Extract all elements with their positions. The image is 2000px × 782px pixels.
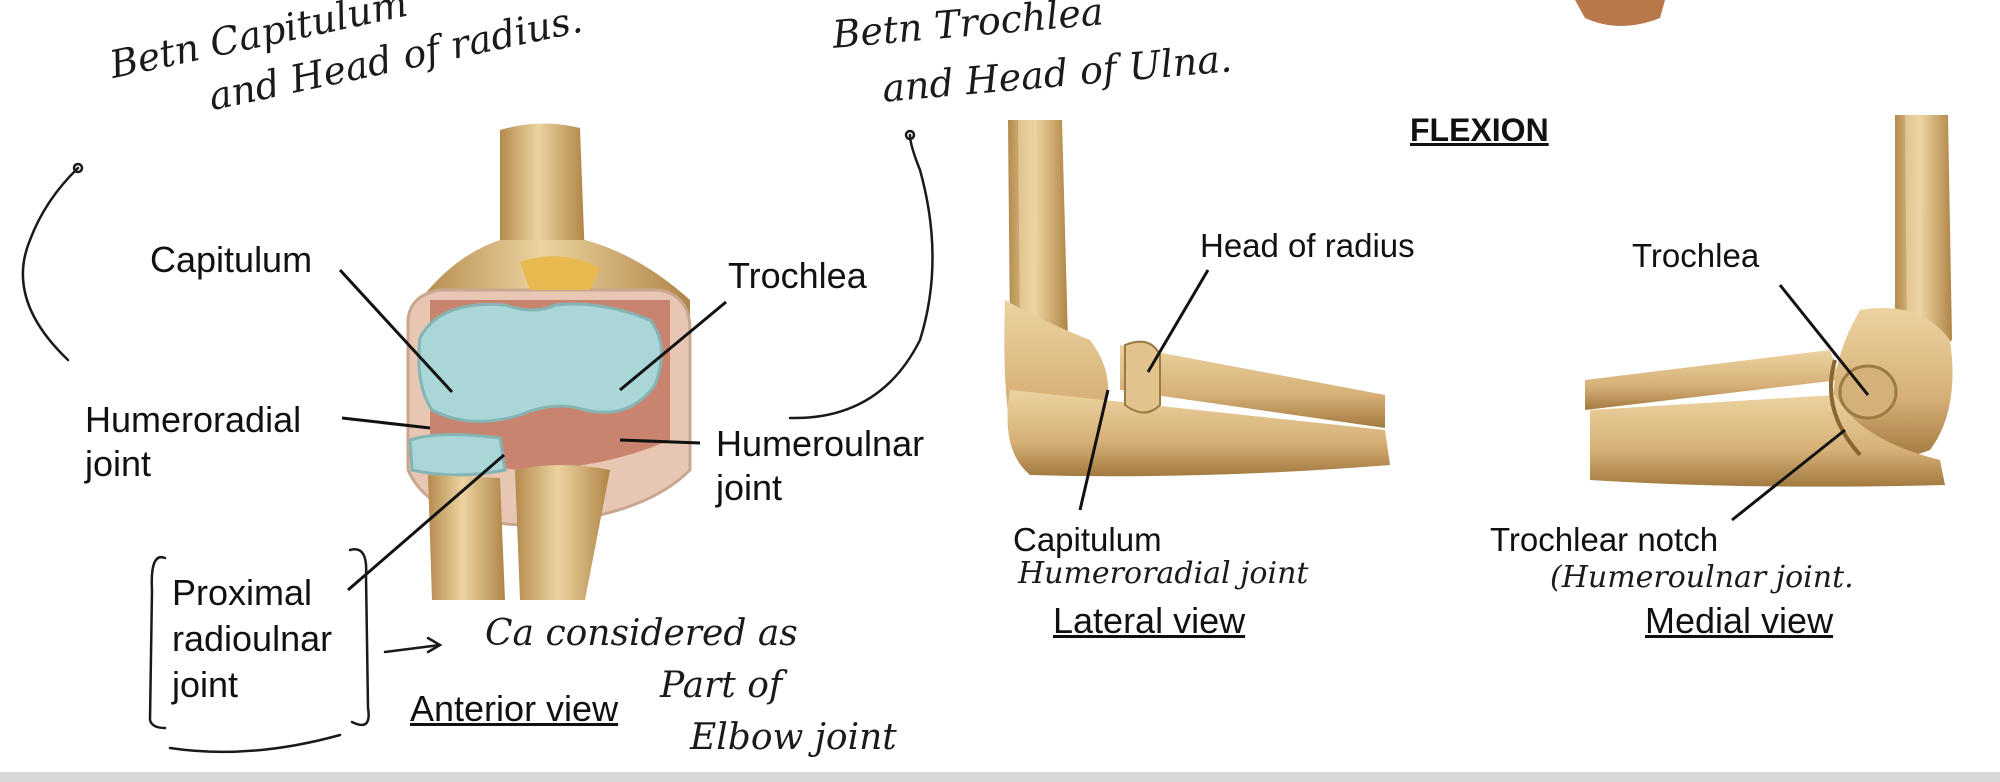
handwritten-note-humeroradial: Humeroradial joint	[1018, 556, 1309, 591]
label-humeroradial-line2: joint	[85, 443, 152, 484]
hw-note3-line2: Part of	[660, 665, 783, 706]
label-proximal-line3: joint	[172, 664, 239, 705]
leader-head-of-radius	[1146, 269, 1210, 373]
hw-bracket	[148, 548, 370, 730]
label-proximal-line1: Proximal	[172, 572, 313, 613]
anterior-elbow-illustration	[406, 123, 692, 600]
label-trochlea-anterior: Trochlea	[728, 255, 867, 296]
lateral-view-caption: Lateral view	[1053, 600, 1246, 641]
label-humeroulnar-line2: joint	[716, 467, 783, 508]
label-trochlea-medial: Trochlea	[1632, 237, 1760, 274]
leader-capitulum-lateral	[1078, 389, 1110, 511]
leader-capitulum-anterior	[338, 268, 454, 394]
leader-proximal-radioulnar	[347, 453, 505, 592]
handwritten-note-considered: Ca considered as Part of Elbow joint	[485, 608, 897, 764]
label-head-of-radius: Head of radius	[1200, 227, 1415, 264]
leader-lines	[338, 268, 1870, 592]
leader-trochlea-medial	[1778, 284, 1870, 396]
hw-note3-line3: Elbow joint	[690, 717, 897, 758]
hw-arrow-right-head	[904, 129, 916, 141]
leader-trochlea-anterior	[619, 300, 727, 392]
hw-note3-line1: Ca considered as	[485, 613, 798, 654]
label-trochlear-notch: Trochlear notch	[1490, 521, 1719, 558]
leader-humeroulnar	[619, 438, 701, 445]
label-proximal-radioulnar-joint: Proximal radioulnar joint	[172, 570, 332, 708]
leader-humeroradial	[341, 416, 431, 430]
label-humeroulnar-line1: Humeroulnar	[716, 423, 925, 464]
leader-trochlear-notch	[1731, 428, 1846, 522]
label-proximal-line2: radioulnar	[172, 618, 333, 659]
hw-arrow-left	[21, 166, 80, 362]
medial-view-caption: Medial view	[1645, 600, 1834, 641]
medial-elbow-illustration	[1585, 115, 1953, 487]
handwritten-note-humeroulnar: (Humeroulnar joint.	[1550, 560, 1854, 595]
handwritten-marks	[21, 129, 934, 754]
anterior-view-caption: Anterior view	[410, 688, 619, 729]
hw-bracket-underline	[168, 733, 342, 754]
hw-arrow-left-head	[72, 162, 84, 174]
label-capitulum-anterior: Capitulum	[150, 239, 313, 280]
flexion-heading: FLEXION	[1410, 112, 1549, 148]
hw-arrow-right	[788, 133, 934, 420]
label-humeroradial-joint: Humeroradial joint	[85, 398, 301, 486]
bottom-scrollbar-strip	[0, 772, 2000, 782]
hw-arrow-note	[383, 636, 443, 654]
label-capitulum-lateral: Capitulum	[1013, 521, 1162, 558]
label-humeroradial-line1: Humeroradial	[85, 399, 302, 440]
lateral-elbow-illustration	[1004, 120, 1390, 477]
top-right-fragment	[1575, 0, 1665, 26]
label-humeroulnar-joint: Humeroulnar joint	[716, 422, 924, 510]
